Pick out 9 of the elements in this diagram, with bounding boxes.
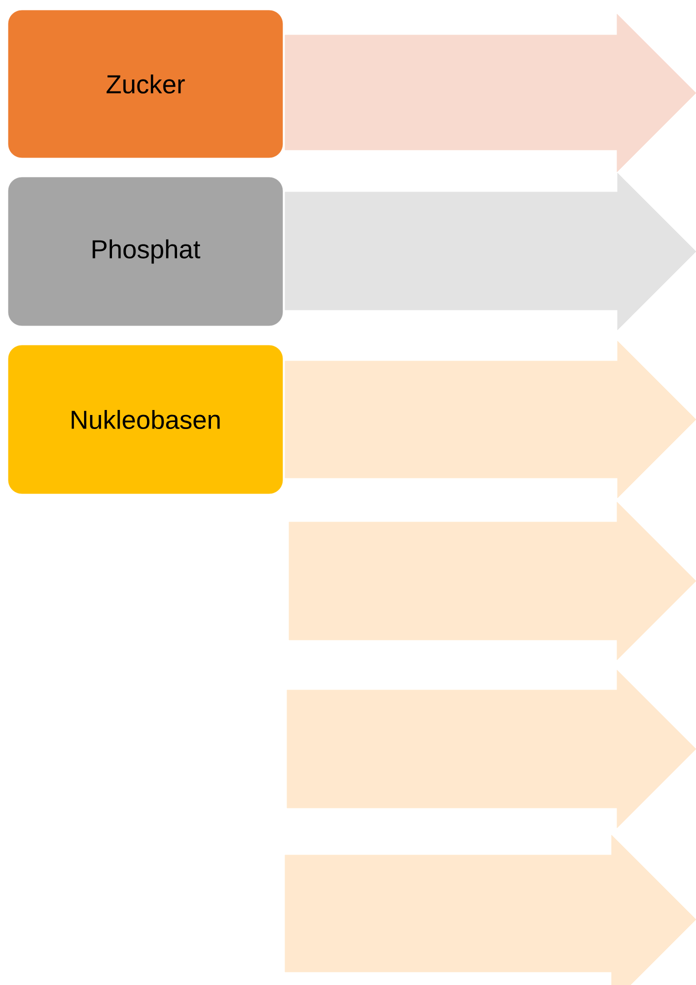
empty-arrow-shape [284, 340, 696, 498]
label-box: Nukleobasen [8, 344, 284, 494]
empty-arrow-shape [284, 834, 696, 985]
empty-arrow-shape [288, 502, 696, 660]
label-box: Zucker [8, 10, 284, 158]
empty-arrow-shape [286, 670, 696, 828]
label-box: Phosphat [8, 176, 284, 326]
empty-arrow-shape [284, 172, 696, 330]
empty-arrow-shape [284, 14, 696, 172]
